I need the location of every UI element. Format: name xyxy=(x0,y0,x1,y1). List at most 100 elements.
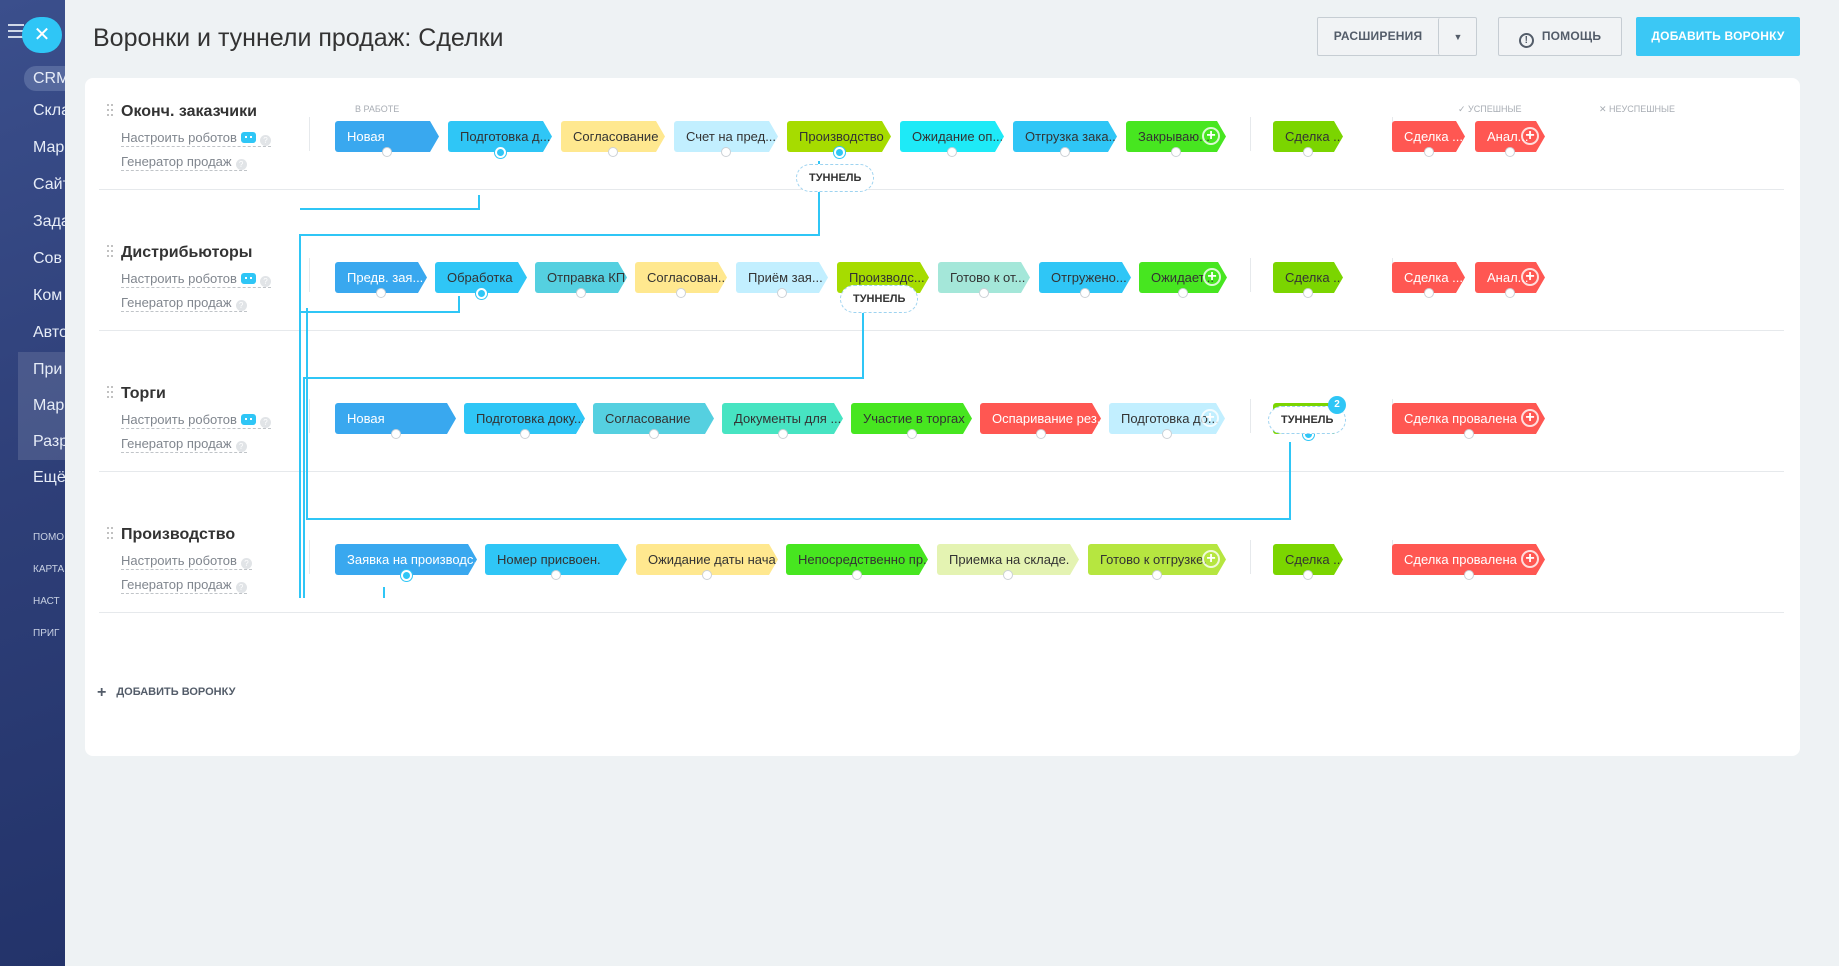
stage[interactable]: Анал... xyxy=(1475,121,1545,152)
stage-connector-dot[interactable] xyxy=(1463,429,1474,439)
sales-generator-link[interactable]: Генератор продаж? xyxy=(121,577,247,594)
help-icon[interactable]: ? xyxy=(240,558,252,569)
stage-connector-dot[interactable] xyxy=(1303,288,1313,298)
stage-connector-dot[interactable] xyxy=(1423,288,1434,298)
stage-connector-dot[interactable] xyxy=(576,288,586,298)
stage[interactable]: Новая xyxy=(335,121,439,152)
stage-connector-dot[interactable] xyxy=(1423,147,1434,157)
stage-connector-dot[interactable] xyxy=(519,429,530,439)
stage-connector-dot[interactable] xyxy=(551,570,561,580)
stage[interactable]: Счет на пред... xyxy=(674,121,778,152)
add-stage-icon[interactable]: + xyxy=(1521,268,1539,286)
stage-connector-dot[interactable] xyxy=(390,429,401,439)
funnel-name[interactable]: Оконч. заказчики xyxy=(121,103,257,120)
left-menu-item[interactable]: Мар xyxy=(18,388,65,424)
stage-connector-dot[interactable] xyxy=(382,147,392,157)
add-stage-icon[interactable]: + xyxy=(1202,550,1220,568)
stage-connector-dot[interactable] xyxy=(834,147,845,158)
stage-connector-dot[interactable] xyxy=(777,429,788,439)
left-menu-item[interactable]: Сов xyxy=(33,250,62,267)
add-funnel-button[interactable]: ДОБАВИТЬ ВОРОНКУ xyxy=(1636,17,1800,56)
stage-connector-dot[interactable] xyxy=(1303,570,1313,580)
stage-connector-dot[interactable] xyxy=(1505,288,1515,298)
stage-connector-dot[interactable] xyxy=(702,570,712,580)
extensions-button[interactable]: РАСШИРЕНИЯ xyxy=(1317,17,1477,56)
left-menu-item-crm[interactable]: CRM xyxy=(24,66,65,91)
stage[interactable]: Готово к от... xyxy=(938,262,1030,293)
stage[interactable]: Ожидание оп... xyxy=(900,121,1004,152)
help-button[interactable]: !ПОМОЩЬ xyxy=(1498,17,1622,56)
stage[interactable]: Приемка на складе. xyxy=(937,544,1079,575)
left-menu-small-item[interactable]: КАРТА xyxy=(33,564,65,575)
stage[interactable]: Сделка ... xyxy=(1392,121,1465,152)
left-menu-small-item[interactable]: ПРИГ xyxy=(33,628,60,639)
stage[interactable]: Согласование xyxy=(561,121,665,152)
drag-handle-icon[interactable] xyxy=(106,526,114,540)
stage-connector-dot[interactable] xyxy=(947,147,957,157)
left-menu-item[interactable]: Мар xyxy=(33,139,65,156)
left-menu-item[interactable]: Разр xyxy=(18,424,65,460)
stage[interactable]: Сделка провалена xyxy=(1392,544,1545,575)
stage-connector-dot[interactable] xyxy=(1178,288,1188,298)
stage[interactable]: Сделка ... xyxy=(1273,121,1343,152)
help-icon[interactable]: ? xyxy=(259,135,271,146)
configure-robots-link[interactable]: Настроить роботов? xyxy=(121,130,271,147)
drag-handle-icon[interactable] xyxy=(106,244,114,258)
stage-connector-dot[interactable] xyxy=(1060,147,1070,157)
left-menu-item[interactable]: Ещё xyxy=(33,469,65,486)
left-menu-item[interactable]: Авто xyxy=(33,324,65,341)
stage-connector-dot[interactable] xyxy=(1162,429,1172,439)
stage-connector-dot[interactable] xyxy=(676,288,686,298)
stage-connector-dot[interactable] xyxy=(648,429,659,439)
help-icon[interactable]: ? xyxy=(259,417,271,428)
drag-handle-icon[interactable] xyxy=(106,385,114,399)
close-slider-button[interactable]: ✕ xyxy=(22,17,62,53)
stage[interactable]: Сделка провалена xyxy=(1392,403,1545,434)
sales-generator-link[interactable]: Генератор продаж? xyxy=(121,295,247,312)
help-icon[interactable]: ? xyxy=(235,441,247,452)
stage-connector-dot[interactable] xyxy=(1463,570,1474,580)
add-stage-icon[interactable]: + xyxy=(1521,550,1539,568)
tunnel-label[interactable]: ТУННЕЛЬ xyxy=(840,285,919,313)
left-menu-item[interactable]: При xyxy=(18,352,65,388)
stage-connector-dot[interactable] xyxy=(721,147,731,157)
stage-connector-dot[interactable] xyxy=(401,570,412,581)
stage[interactable]: Сделка ... xyxy=(1273,262,1343,293)
hamburger-icon[interactable] xyxy=(8,24,24,38)
add-funnel-link[interactable]: +ДОБАВИТЬ ВОРОНКУ xyxy=(97,684,235,702)
left-menu-small-item[interactable]: НАСТ xyxy=(33,596,60,607)
funnel-name[interactable]: Дистрибьюторы xyxy=(121,244,253,261)
stage-connector-dot[interactable] xyxy=(1505,147,1515,157)
add-stage-icon[interactable]: + xyxy=(1201,409,1219,427)
stage-connector-dot[interactable] xyxy=(1080,288,1090,298)
drag-handle-icon[interactable] xyxy=(106,103,114,117)
stage-connector-dot[interactable] xyxy=(476,288,487,299)
tunnel-label[interactable]: ТУННЕЛЬ xyxy=(796,164,875,192)
stage-connector-dot[interactable] xyxy=(777,288,787,298)
stage[interactable]: Отгружено... xyxy=(1039,262,1131,293)
left-menu-small-item[interactable]: ПОМО xyxy=(33,532,65,543)
stage[interactable]: Ожидает... xyxy=(1139,262,1227,293)
tunnel-label[interactable]: ТУННЕЛЬ xyxy=(1268,406,1347,434)
stage[interactable]: Закрываю... xyxy=(1126,121,1226,152)
help-icon[interactable]: ? xyxy=(259,276,271,287)
add-stage-icon[interactable]: + xyxy=(1521,409,1539,427)
stage-connector-dot[interactable] xyxy=(906,429,917,439)
stage-connector-dot[interactable] xyxy=(608,147,618,157)
stage-connector-dot[interactable] xyxy=(1171,147,1181,157)
funnel-name[interactable]: Производство xyxy=(121,526,236,543)
funnel-name[interactable]: Торги xyxy=(121,385,166,402)
stage[interactable]: Сделка ... xyxy=(1392,262,1465,293)
stage-connector-dot[interactable] xyxy=(852,570,862,580)
help-icon[interactable]: ? xyxy=(235,159,247,170)
stage-connector-dot[interactable] xyxy=(979,288,989,298)
help-icon[interactable]: ? xyxy=(235,582,247,593)
add-stage-icon[interactable]: + xyxy=(1521,127,1539,145)
configure-robots-link[interactable]: Настроить роботов? xyxy=(121,271,271,288)
stage[interactable]: Отгрузка зака... xyxy=(1013,121,1117,152)
configure-robots-link[interactable]: Настроить роботов? xyxy=(121,412,271,429)
left-menu-item[interactable]: Скла xyxy=(33,102,65,119)
configure-robots-link[interactable]: Настроить роботов? xyxy=(121,553,252,570)
stage-connector-dot[interactable] xyxy=(376,288,386,298)
left-menu-item[interactable]: Ком xyxy=(33,287,63,304)
